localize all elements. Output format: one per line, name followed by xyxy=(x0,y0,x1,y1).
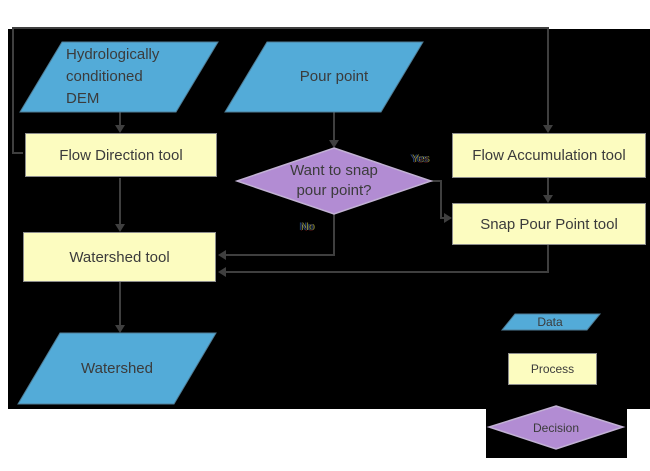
edge-snap-to-watershed-tool xyxy=(225,245,549,273)
pour-point-parallelogram xyxy=(224,41,424,113)
snap-pour-point-box: Snap Pour Point tool xyxy=(452,203,646,245)
legend-data-parallelogram xyxy=(500,313,602,331)
edge-flow-direction-to-flow-accumulation xyxy=(12,27,549,154)
flow-accumulation-box: Flow Accumulation tool xyxy=(452,133,646,178)
arrowhead-into-watershed xyxy=(115,325,125,333)
arrowhead-into-watershed-tool-right-upper xyxy=(218,250,226,260)
no-branch-label: No xyxy=(300,221,315,233)
legend-decision-diamond xyxy=(486,405,626,450)
flow-accumulation-label: Flow Accumulation tool xyxy=(472,147,626,164)
arrowhead-into-watershed-tool-top xyxy=(115,224,125,232)
arrowhead-into-snap-top xyxy=(543,195,553,203)
yes-branch-label: Yes xyxy=(411,153,429,165)
flow-direction-label: Flow Direction tool xyxy=(59,146,183,164)
arrowhead-into-flow-direction xyxy=(115,125,125,133)
edge-decision-no-to-watershed-tool xyxy=(225,214,335,256)
flow-direction-box: Flow Direction tool xyxy=(25,133,217,177)
watershed-tool-label: Watershed tool xyxy=(69,248,170,266)
legend-process-label: Process xyxy=(530,362,575,376)
arrowhead-into-decision xyxy=(329,140,339,148)
legend-process-box: Process xyxy=(508,353,597,385)
arrowhead-into-flow-accumulation xyxy=(543,125,553,133)
watershed-parallelogram xyxy=(17,332,217,405)
edge-decision-yes-to-snap xyxy=(430,180,445,219)
decision-diamond xyxy=(234,147,434,215)
dem-parallelogram xyxy=(19,41,219,113)
arrowhead-into-snap-left xyxy=(444,213,452,223)
watershed-tool-box: Watershed tool xyxy=(23,232,216,282)
arrowhead-into-watershed-tool-right-lower xyxy=(218,267,226,277)
snap-pour-point-label: Snap Pour Point tool xyxy=(480,215,618,233)
